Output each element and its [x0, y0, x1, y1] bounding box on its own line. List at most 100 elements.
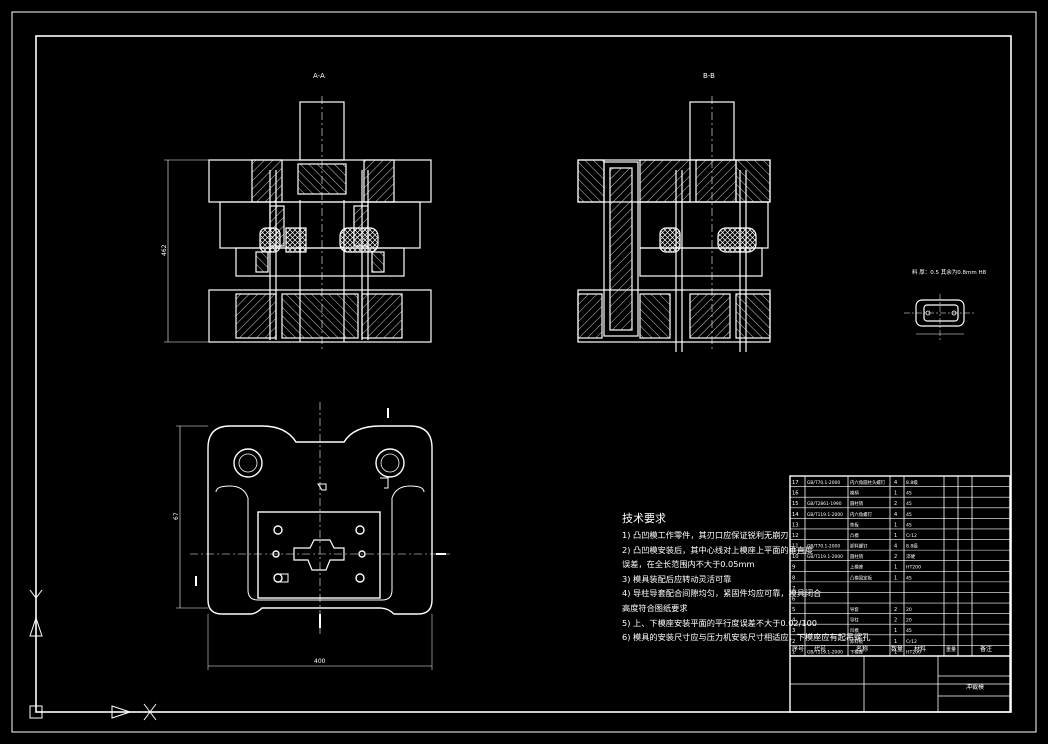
section-aa-view[interactable]: A-A 462 [161, 72, 432, 350]
bom-cell-qty: 4 [894, 544, 897, 550]
bom-cell-name: 下模座 [850, 648, 864, 655]
title-block-drawing-name: 冲裁模 [966, 683, 984, 691]
dim-depth: 67 [173, 512, 180, 520]
bom-cell-qty: 4 [894, 512, 897, 518]
bom-cell-no: 14 [792, 512, 799, 518]
bom-cell-no: 15 [792, 501, 799, 507]
bom-cell-mat: 8.8级 [906, 543, 918, 550]
bom-cell-code: GB/T2861-1990 [807, 501, 842, 507]
section-bb-label: B-B [703, 72, 715, 80]
bom-cell-code: GB/T119.1-2000 [807, 554, 843, 560]
bom-cell-no: 11 [792, 544, 799, 550]
bom-cell-no: 4 [792, 618, 796, 624]
bom-cell-mat: HT200 [906, 565, 921, 571]
bom-cell-mat: 45 [906, 522, 912, 528]
bom-cell-no: 17 [792, 480, 799, 486]
bom-cell-no: 13 [792, 522, 799, 528]
bom-cell-qty: 4 [894, 480, 897, 486]
bom-cell-qty: 1 [894, 533, 897, 539]
bom-cell-mat: Cr12 [906, 533, 917, 539]
bom-cell-name: 凸模固定板 [850, 574, 873, 581]
bom-cell-mat: 45 [906, 575, 912, 581]
technical-requirement-line: 2) 凸凹模安装后，其中心线对上模座上平面的垂直度 [622, 544, 814, 555]
bom-cell-name: 卸料螺钉 [850, 543, 868, 550]
part-view-note: 料 厚：0.5 其余为0.8mm H8 [912, 268, 987, 276]
technical-requirement-line: 4) 导柱导套配合间隙均匀，紧固件均应可靠，模具闭合 [622, 588, 822, 599]
bom-header-no: 序号 [792, 645, 804, 653]
bom-cell-mat: 20 [906, 607, 912, 613]
bom-cell-no: 7 [792, 586, 795, 592]
bom-cell-qty: 1 [894, 639, 897, 645]
inner-frame [35, 35, 1012, 713]
bom-cell-name: 内六角圆柱头螺钉 [850, 479, 886, 486]
ucs-icon [29, 589, 157, 721]
bom-cell-qty: 1 [894, 491, 897, 497]
bom-table-frame [789, 475, 1011, 713]
dim-width: 400 [314, 658, 326, 665]
bom-cell-qty: 2 [894, 618, 897, 624]
plan-view[interactable]: 67 400 [173, 402, 450, 670]
bom-cell-name: 上模座 [850, 564, 864, 571]
technical-requirement-line: 5) 上、下模座安装平面的平行度误差不大于0.02/100 [622, 617, 817, 628]
dim-height: 462 [161, 244, 168, 256]
bom-cell-qty: 1 [894, 649, 897, 655]
section-aa-label: A-A [313, 72, 325, 80]
bom-header-mat: 材料 [914, 645, 926, 653]
bom-cell-no: 2 [792, 639, 795, 645]
bom-cell-no: 16 [792, 491, 799, 497]
bom-cell-qty: 2 [894, 607, 897, 613]
bom-cell-qty: 1 [894, 565, 897, 571]
outer-frame [11, 11, 1037, 733]
bom-header-name: 名称 [856, 645, 868, 653]
bom-cell-name: 垫板 [850, 521, 859, 528]
bom-cell-qty: 1 [894, 522, 897, 528]
bom-header-note: 备注 [980, 645, 992, 653]
bom-cell-mat: 淬硬 [906, 553, 916, 560]
bom-cell-no: 9 [792, 565, 795, 571]
part-detail-view[interactable]: 料 厚：0.5 其余为0.8mm H8 [904, 268, 987, 340]
technical-requirement-line: 1) 凸凹模工作零件，其刃口应保证锐利无崩刃 [622, 530, 789, 540]
bom-cell-name: 圆柱销 [850, 500, 864, 507]
bom-cell-mat: Cr12 [906, 639, 917, 645]
bom-cell-name: 凸模 [850, 532, 859, 539]
bom-cell-code: GB/T119.1-2000 [807, 512, 843, 518]
bom-cell-qty: 2 [894, 501, 897, 507]
bom-cell-no: 6 [792, 596, 795, 602]
bom-cell-no: 3 [792, 628, 795, 634]
bom-cell-mat: 45 [906, 501, 912, 507]
technical-requirement-line: 6) 模具的安装尺寸应与压力机安装尺寸相适应，下模座应有起吊螺孔 [622, 632, 871, 643]
bom-cell-name: 圆柱销 [850, 553, 864, 560]
bom-cell-no: 5 [792, 607, 795, 613]
bom-cell-name: 导柱 [850, 617, 859, 624]
section-bb-view[interactable]: B-B [577, 72, 771, 352]
bom-cell-code: GB/T119.1-2000 [807, 649, 843, 655]
bom-cell-name: 凹模 [850, 627, 859, 634]
technical-requirement-line: 3) 模具装配后应转动灵活可靠 [622, 573, 732, 584]
bom-cell-code: GB/T70.1-2000 [807, 544, 840, 550]
bom-cell-mat: 8.8级 [906, 479, 918, 486]
bom-header-code: 代号 [814, 645, 826, 653]
technical-requirement-line: 误差，在全长范围内不大于0.05mm [622, 559, 755, 570]
bom-cell-mat: 45 [906, 628, 912, 634]
bom-cell-qty: 1 [894, 628, 897, 634]
bom-cell-qty: 1 [894, 575, 897, 581]
bom-cell-name: 卸料板 [850, 638, 864, 645]
bom-cell-name: 内六角螺钉 [850, 511, 873, 518]
bom-cell-no: 12 [792, 533, 799, 539]
bom-cell-no: 10 [792, 554, 799, 560]
bom-cell-mat: 20 [906, 618, 912, 624]
bom-cell-qty: 2 [894, 554, 897, 560]
bom-cell-mat: HT200 [906, 649, 921, 655]
technical-requirements-lines: 1) 凸凹模工作零件，其刃口应保证锐利无崩刃 2) 凸凹模安装后，其中心线对上模座… [622, 528, 871, 645]
bom-header-weight: 重量 [946, 646, 956, 653]
technical-requirements: 技术要求 1) 凸凹模工作零件，其刃口应保证锐利无崩刃 2) 凸凹模安装后，其中心… [622, 512, 871, 645]
technical-requirements-title: 技术要求 [622, 512, 666, 525]
bom-cell-no: 1 [792, 649, 795, 655]
technical-requirement-line: 高度符合图纸要求 [622, 602, 688, 613]
bom-cell-code: GB/T70.1-2000 [807, 480, 840, 486]
bom-header-qty: 数量 [891, 645, 903, 653]
bom-cell-name: 导套 [850, 606, 859, 613]
bom-header: 序号 代号 名称 数量 材料 重量 备注 冲裁模 [792, 645, 992, 691]
